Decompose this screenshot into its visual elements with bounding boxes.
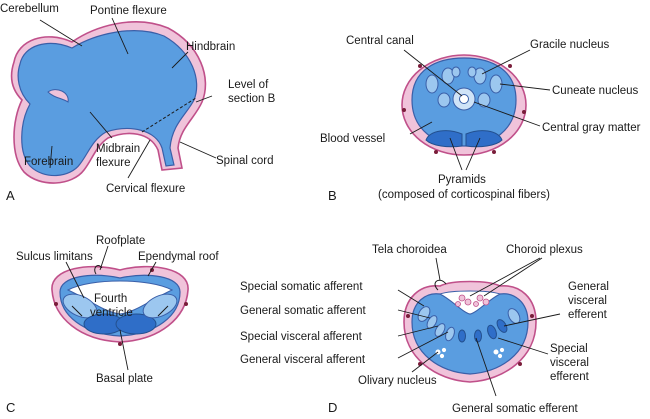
panel-b-letter: B (328, 188, 337, 203)
alar-plate-right (142, 293, 178, 319)
label-general-visceral-efferent-3: efferent (568, 309, 608, 321)
label-olivary-nucleus: Olivary nucleus (358, 375, 437, 387)
label-pyramids-note: (composed of corticospinal fibers) (378, 189, 550, 201)
label-general-somatic-efferent: General somatic efferent (452, 403, 579, 415)
nucleus-center-right (467, 66, 477, 78)
alar-plate-left (62, 293, 98, 319)
label-section-b: section B (228, 93, 276, 105)
panel-c-letter: C (6, 400, 15, 415)
label-level-of: Level of (228, 79, 269, 91)
label-general-visceral-efferent-2: visceral (568, 295, 607, 307)
panel-a: Cerebellum Pontine flexure Hindbrain Lev… (0, 3, 276, 203)
pyramids-left (425, 130, 463, 148)
nucleus-gve-2 (496, 319, 508, 333)
nucleus-gve-1 (487, 324, 497, 340)
label-midbrain: Midbrain (96, 143, 140, 155)
label-fourth: Fourth (94, 293, 127, 305)
label-tela-choroidea: Tela choroidea (372, 244, 447, 256)
section-b-line (141, 97, 197, 133)
label-cerebellum: Cerebellum (0, 3, 59, 15)
label-forebrain: Forebrain (24, 156, 73, 168)
midbrain-notch (47, 89, 69, 103)
label-special-visceral-efferent-3: efferent (550, 371, 590, 383)
label-midbrain-flexure: flexure (96, 157, 131, 169)
label-hindbrain: Hindbrain (186, 41, 235, 53)
nucleus-sva (434, 323, 446, 337)
label-general-visceral-afferent: General visceral afferent (240, 354, 366, 366)
central-canal (459, 94, 469, 104)
label-cuneate-nucleus: Cuneate nucleus (552, 85, 639, 97)
nucleus-left-outer (425, 74, 439, 94)
panel-a-letter: A (6, 188, 15, 203)
label-pontine-flexure: Pontine flexure (90, 5, 167, 17)
nucleus-gse-right (474, 329, 482, 343)
label-central-gray-matter: Central gray matter (542, 122, 641, 134)
brain-ventricle (17, 30, 198, 177)
tela-choroidea-loop (434, 279, 447, 291)
label-cervical-flexure: Cervical flexure (106, 183, 185, 195)
basal-plate-right (115, 313, 157, 335)
nucleus-gse-left (458, 329, 466, 343)
arrow-left (71, 305, 83, 317)
label-general-somatic-afferent: General somatic afferent (240, 305, 367, 317)
label-special-visceral-efferent-1: Special (550, 343, 588, 355)
label-basal-plate: Basal plate (96, 373, 153, 385)
panel-d-letter: D (328, 400, 337, 415)
label-sulcus-limitans: Sulcus limitans (16, 251, 93, 263)
nucleus-lower-left (437, 92, 451, 108)
arrow-right (157, 305, 169, 317)
label-gracile-nucleus: Gracile nucleus (530, 39, 610, 51)
pyramids-right (465, 130, 503, 148)
panel-b: Central canal Gracile nucleus Cuneate nu… (320, 35, 641, 203)
label-blood-vessel: Blood vessel (320, 133, 385, 145)
label-general-visceral-efferent-1: General (568, 281, 609, 293)
label-central-canal: Central canal (346, 35, 414, 47)
label-special-visceral-efferent-2: visceral (550, 357, 589, 369)
label-ventricle: ventricle (90, 307, 133, 319)
nucleus-center-left (451, 66, 461, 78)
label-pyramids: Pyramids (438, 174, 486, 186)
label-ependymal-roof: Ependymal roof (138, 251, 219, 263)
olivary-nucleus (435, 347, 505, 359)
nucleus-lower-right (477, 92, 491, 108)
label-roofplate: Roofplate (96, 235, 145, 247)
label-spinal-cord: Spinal cord (216, 155, 274, 167)
panel-d: Tela choroidea Choroid plexus Special so… (240, 244, 609, 415)
choroid-plexus (455, 294, 490, 307)
label-special-somatic-afferent: Special somatic afferent (240, 281, 363, 293)
label-special-visceral-afferent: Special visceral afferent (240, 331, 363, 343)
label-choroid-plexus: Choroid plexus (506, 244, 583, 256)
panel-c: Roofplate Sulcus limitans Ependymal roof… (6, 235, 219, 415)
